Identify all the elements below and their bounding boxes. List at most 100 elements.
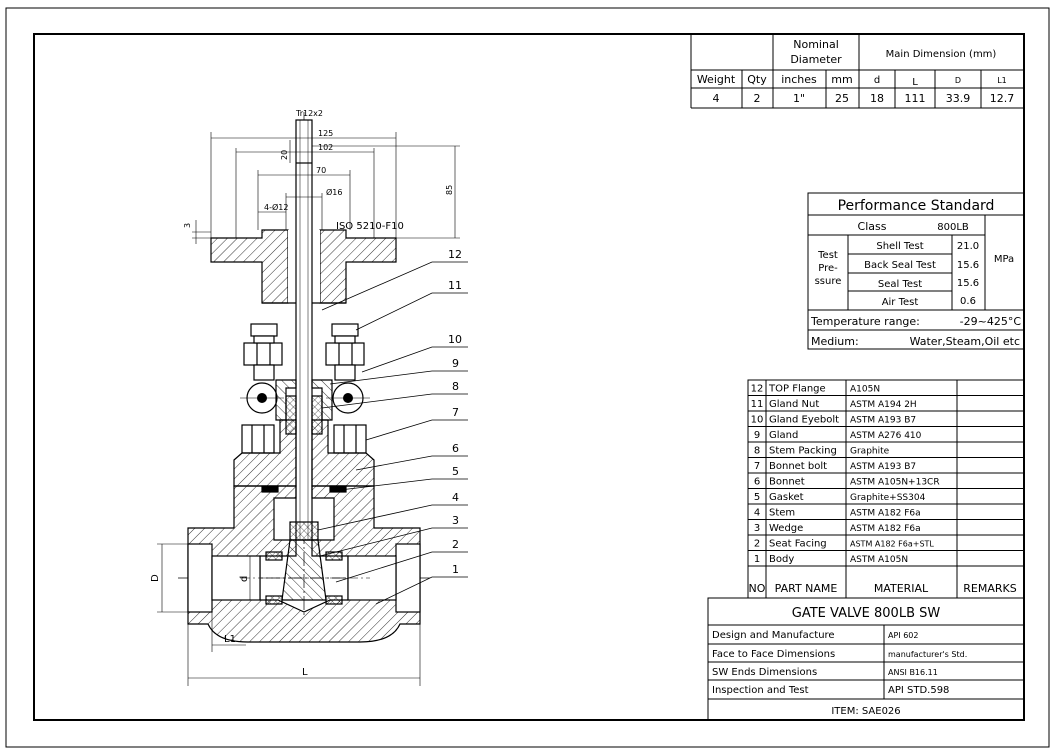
main-dimension-header: Main Dimension (mm) <box>886 49 997 60</box>
gland-nut-left <box>243 323 283 381</box>
test-backseal: Back Seal Test <box>864 260 936 271</box>
bonnet-bolt-right <box>333 424 367 454</box>
dimension-values: 4 2 1" 25 18 111 33.9 12.7 <box>713 92 1015 105</box>
col-qty: Qty <box>747 73 767 86</box>
part-number: 1 <box>754 554 760 565</box>
val-weight: 4 <box>713 92 720 105</box>
part-number: 8 <box>754 446 760 457</box>
iso-flange-label: ISO 5210-F10 <box>336 221 404 232</box>
part-number: 12 <box>751 384 764 395</box>
part-material: ASTM A194 2H <box>850 400 917 410</box>
stem-head <box>289 521 319 541</box>
callout-2: 2 <box>452 538 459 551</box>
dimension-table <box>690 34 1024 109</box>
callout-12: 12 <box>448 248 462 261</box>
col-D: D <box>955 76 961 85</box>
dim-bolt-holes: 4-Ø12 <box>264 202 288 212</box>
part-name: Bonnet bolt <box>769 461 827 472</box>
parts-header-no: NO <box>749 582 766 595</box>
part-name: Stem Packing <box>769 446 837 457</box>
tb-value-design: API 602 <box>888 631 918 640</box>
gland-nut-right <box>325 323 365 381</box>
part-material: Graphite+SS304 <box>850 493 926 503</box>
callout-5: 5 <box>452 465 459 478</box>
temperature-label: Temperature range: <box>810 315 920 328</box>
part-material: ASTM A276 410 <box>850 431 922 441</box>
part-name: Gland Eyebolt <box>769 415 839 426</box>
test-label-2: Pre- <box>818 263 838 274</box>
valve-title: GATE VALVE 800LB SW <box>792 606 941 621</box>
part-name: Body <box>769 554 794 565</box>
callout-3: 3 <box>452 514 459 527</box>
dim-D: D <box>150 574 161 582</box>
tb-label-design: Design and Manufacture <box>712 630 835 641</box>
val-mm: 25 <box>835 92 849 105</box>
part-number: 2 <box>754 539 760 550</box>
callout-9: 9 <box>452 357 459 370</box>
dim-d: d <box>239 576 250 582</box>
part-name: Wedge <box>769 523 803 534</box>
test-label-1: Test <box>817 250 838 261</box>
temperature-value: -29~425°C <box>960 315 1022 328</box>
part-number: 3 <box>754 523 760 534</box>
medium-value: Water,Steam,Oil etc <box>910 335 1020 348</box>
test-air-value: 0.6 <box>960 296 976 307</box>
test-seal-value: 15.6 <box>957 278 979 289</box>
col-L: L <box>912 77 918 88</box>
test-backseal-value: 15.6 <box>957 260 979 271</box>
col-mm: mm <box>831 73 852 86</box>
val-qty: 2 <box>754 92 761 105</box>
part-material: ASTM A193 B7 <box>850 462 916 472</box>
nominal-header-1: Nominal <box>793 38 839 51</box>
val-D: 33.9 <box>946 92 971 105</box>
tb-label-sw: SW Ends Dimensions <box>712 667 817 678</box>
part-name: Gland Nut <box>769 399 819 410</box>
part-name: Bonnet <box>769 477 805 488</box>
callout-8: 8 <box>452 380 459 393</box>
tb-value-sw: ANSI B16.11 <box>888 668 938 677</box>
thread-label: Tr12x2 <box>295 109 323 118</box>
top-flange <box>210 229 289 304</box>
callout-10: 10 <box>448 333 462 346</box>
part-name: Gland <box>769 430 798 441</box>
part-number: 5 <box>754 492 760 503</box>
inner-border <box>33 33 1025 721</box>
parts-header-name: PART NAME <box>775 582 838 595</box>
part-material: Graphite <box>850 447 890 457</box>
part-material: ASTM A182 F6a <box>850 524 921 534</box>
title-block-grid <box>707 597 1025 721</box>
dim-16: Ø16 <box>326 187 342 197</box>
top-flange-right <box>319 229 397 304</box>
dim-125: 125 <box>318 129 333 138</box>
part-name: Seat Facing <box>769 539 827 550</box>
callout-11: 11 <box>448 279 462 292</box>
dim-85: 85 <box>445 185 454 195</box>
part-number: 11 <box>751 399 764 410</box>
callout-1: 1 <box>452 563 459 576</box>
col-weight: Weight <box>697 73 736 86</box>
bonnet-bolt-left <box>241 424 275 454</box>
nominal-header-2: Diameter <box>790 53 842 66</box>
medium-label: Medium: <box>811 335 859 348</box>
test-label-3: ssure <box>815 276 842 287</box>
part-material: A105N <box>850 385 880 395</box>
test-air: Air Test <box>882 297 919 308</box>
part-number: 7 <box>754 461 760 472</box>
tb-value-inspection: API STD.598 <box>888 685 949 696</box>
test-shell-value: 21.0 <box>957 241 979 252</box>
performance-title: Performance Standard <box>838 198 995 214</box>
callout-6: 6 <box>452 442 459 455</box>
val-L: 111 <box>905 92 926 105</box>
dim-20: 20 <box>280 150 289 160</box>
dim-L1: L1 <box>224 634 236 645</box>
part-name: TOP Flange <box>768 384 826 395</box>
class-value: 800LB <box>937 222 969 233</box>
test-seal: Seal Test <box>878 279 922 290</box>
part-material: ASTM A193 B7 <box>850 416 916 426</box>
class-label: Class <box>858 220 887 233</box>
parts-header-material: MATERIAL <box>874 582 929 595</box>
dim-102: 102 <box>318 143 333 152</box>
callout-leaders <box>317 261 468 605</box>
part-number: 4 <box>754 508 760 519</box>
